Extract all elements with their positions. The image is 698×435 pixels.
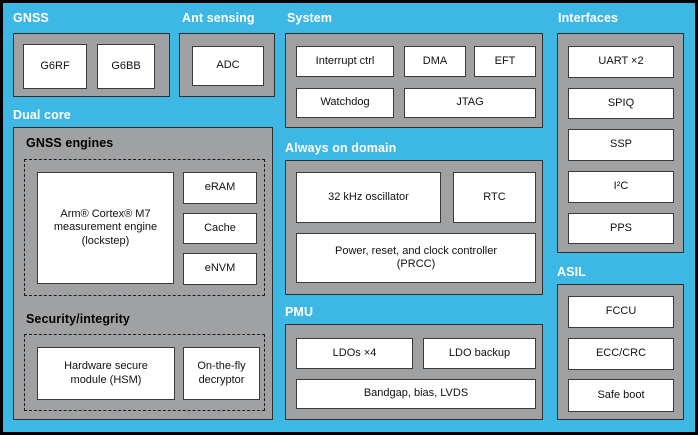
block-ldos: LDOs ×4 xyxy=(296,338,413,369)
section-label-gnss: GNSS xyxy=(13,11,49,25)
block-jtag: JTAG xyxy=(404,88,536,118)
block-dma: DMA xyxy=(404,46,466,77)
subsection-gnss-engines: Arm® Cortex® M7 measurement engine (lock… xyxy=(24,159,265,296)
block-cortex-m7: Arm® Cortex® M7 measurement engine (lock… xyxy=(37,172,174,284)
block-eft: EFT xyxy=(474,46,536,77)
block-interrupt-ctrl: Interrupt ctrl xyxy=(296,46,394,77)
section-label-interfaces: Interfaces xyxy=(558,11,619,25)
section-label-ant-sensing: Ant sensing xyxy=(182,11,255,25)
section-label-system: System xyxy=(287,11,333,25)
block-rtc: RTC xyxy=(453,172,536,223)
block-ldo-backup: LDO backup xyxy=(423,338,536,369)
block-ssp: SSP xyxy=(568,129,674,161)
block-eram: eRAM xyxy=(183,172,257,204)
section-interfaces: UART ×2 SPIQ SSP I²C PPS xyxy=(557,33,684,253)
block-safe-boot: Safe boot xyxy=(568,379,674,412)
block-prcc: Power, reset, and clock controller (PRCC… xyxy=(296,233,536,283)
section-label-pmu: PMU xyxy=(285,305,314,319)
subsection-label-gnss-engines: GNSS engines xyxy=(26,136,114,150)
section-always-on-domain: 32 kHz oscillator RTC Power, reset, and … xyxy=(285,160,543,295)
section-pmu: LDOs ×4 LDO backup Bandgap, bias, LVDS xyxy=(285,324,543,420)
block-cache: Cache xyxy=(183,213,257,244)
block-hsm: Hardware secure module (HSM) xyxy=(37,347,175,400)
block-bandgap-bias-lvds: Bandgap, bias, LVDS xyxy=(296,379,536,409)
block-32khz-oscillator: 32 kHz oscillator xyxy=(296,172,441,223)
section-dual-core: GNSS engines Arm® Cortex® M7 measurement… xyxy=(13,127,273,420)
section-label-asil: ASIL xyxy=(557,265,586,279)
block-decryptor: On-the-fly decryptor xyxy=(183,347,260,400)
section-gnss: G6RF G6BB xyxy=(13,33,170,97)
block-g6bb: G6BB xyxy=(97,44,155,89)
block-adc: ADC xyxy=(192,46,264,86)
section-asil: FCCU ECC/CRC Safe boot xyxy=(557,284,684,420)
block-i2c: I²C xyxy=(568,171,674,203)
block-spiq: SPIQ xyxy=(568,88,674,119)
section-label-dual-core: Dual core xyxy=(13,108,71,122)
section-label-always-on-domain: Always on domain xyxy=(285,141,397,155)
block-uart: UART ×2 xyxy=(568,46,674,78)
section-ant-sensing: ADC xyxy=(179,33,275,97)
section-system: Interrupt ctrl DMA EFT Watchdog JTAG xyxy=(285,33,543,128)
subsection-security-integrity: Hardware secure module (HSM) On-the-fly … xyxy=(24,334,265,411)
block-ecc-crc: ECC/CRC xyxy=(568,338,674,370)
subsection-label-security-integrity: Security/integrity xyxy=(26,312,130,326)
block-fccu: FCCU xyxy=(568,296,674,328)
block-pps: PPS xyxy=(568,213,674,244)
block-watchdog: Watchdog xyxy=(296,88,394,118)
block-g6rf: G6RF xyxy=(23,44,87,89)
block-envm: eNVM xyxy=(183,253,257,285)
